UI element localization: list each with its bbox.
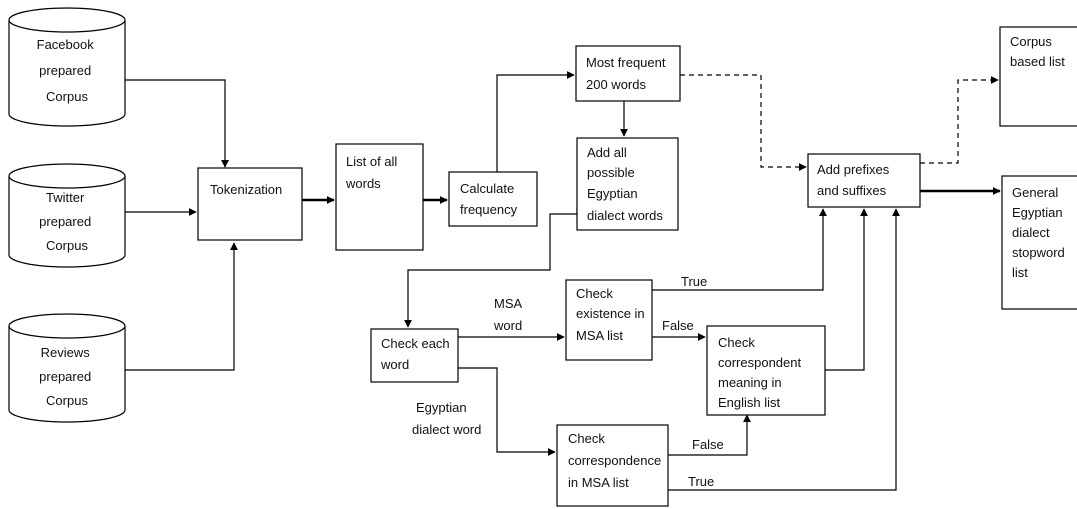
check-correspondence-msa-label: Check correspondence in MSA list bbox=[568, 431, 665, 490]
general-stopword-list-box: General Egyptian dialect stopword list bbox=[1001, 175, 1077, 310]
edge-correspondence-true-to-add-prefixes bbox=[668, 208, 900, 491]
twitter-corpus-cylinder: Twitter prepared Corpus bbox=[8, 163, 126, 268]
correspondence-false-label: False bbox=[692, 437, 724, 452]
general-stopword-list-label: General Egyptian dialect stopword list bbox=[1012, 185, 1068, 280]
corpus-based-list-box: Corpus based list bbox=[999, 26, 1077, 127]
existence-false-label: False bbox=[662, 318, 694, 333]
most-frequent-box: Most frequent 200 words bbox=[575, 45, 681, 102]
add-egyptian-words-box: Add all possible Egyptian dialect words bbox=[576, 137, 679, 231]
calculate-frequency-box: Calculate frequency bbox=[448, 171, 538, 227]
check-each-word-label: Check each word bbox=[380, 336, 453, 372]
tokenization-box: Tokenization bbox=[197, 167, 303, 241]
twitter-corpus-label: Twitter prepared Corpus bbox=[39, 190, 95, 253]
edge-english-to-add-prefixes bbox=[825, 208, 868, 371]
check-existence-msa-box: Check existence in MSA list bbox=[565, 279, 653, 361]
egyptian-dialect-word-label: Egyptian dialect word bbox=[412, 400, 481, 437]
add-prefixes-suffixes-box: Add prefixes and suffixes bbox=[807, 153, 921, 208]
edge-calculate-to-most-frequent bbox=[496, 71, 575, 172]
reviews-corpus-label: Reviews prepared Corpus bbox=[39, 345, 95, 408]
check-existence-msa-label: Check existence in MSA list bbox=[576, 286, 648, 343]
check-correspondent-english-label: Check correspondent meaning in English l… bbox=[718, 335, 805, 410]
edge-reviews-to-tokenization bbox=[125, 242, 238, 371]
list-of-all-words-label: List of all words bbox=[345, 154, 401, 191]
edge-most-frequent-to-add-prefixes bbox=[680, 74, 807, 171]
edge-check-each-to-correspondence bbox=[458, 367, 551, 453]
add-egyptian-words-label: Add all possible Egyptian dialect words bbox=[587, 145, 663, 223]
edge-facebook-to-tokenization bbox=[125, 79, 229, 168]
check-each-word-box: Check each word bbox=[370, 328, 459, 383]
edge-existence-true-to-add-prefixes bbox=[652, 208, 827, 291]
add-prefixes-suffixes-label: Add prefixes and suffixes bbox=[817, 162, 893, 198]
corpus-based-list-label: Corpus based list bbox=[1010, 34, 1065, 69]
msa-word-label: MSA word bbox=[493, 296, 525, 333]
check-correspondent-english-box: Check correspondent meaning in English l… bbox=[706, 325, 826, 416]
existence-true-label: True bbox=[681, 274, 707, 289]
reviews-corpus-cylinder: Reviews prepared Corpus bbox=[8, 313, 126, 423]
calculate-frequency-label: Calculate frequency bbox=[460, 181, 518, 217]
correspondence-true-label: True bbox=[688, 474, 714, 489]
edges bbox=[125, 71, 1001, 491]
check-correspondence-msa-box: Check correspondence in MSA list bbox=[556, 424, 669, 507]
facebook-corpus-cylinder: Facebook prepared Corpus bbox=[8, 7, 126, 127]
tokenization-label: Tokenization bbox=[210, 182, 282, 197]
edge-add-prefixes-to-corpus-list bbox=[920, 76, 999, 164]
list-of-all-words-box: List of all words bbox=[335, 143, 424, 251]
most-frequent-label: Most frequent 200 words bbox=[586, 55, 669, 92]
edge-correspondence-false-to-english bbox=[668, 414, 751, 456]
facebook-corpus-label: Facebook prepared Corpus bbox=[37, 37, 98, 104]
